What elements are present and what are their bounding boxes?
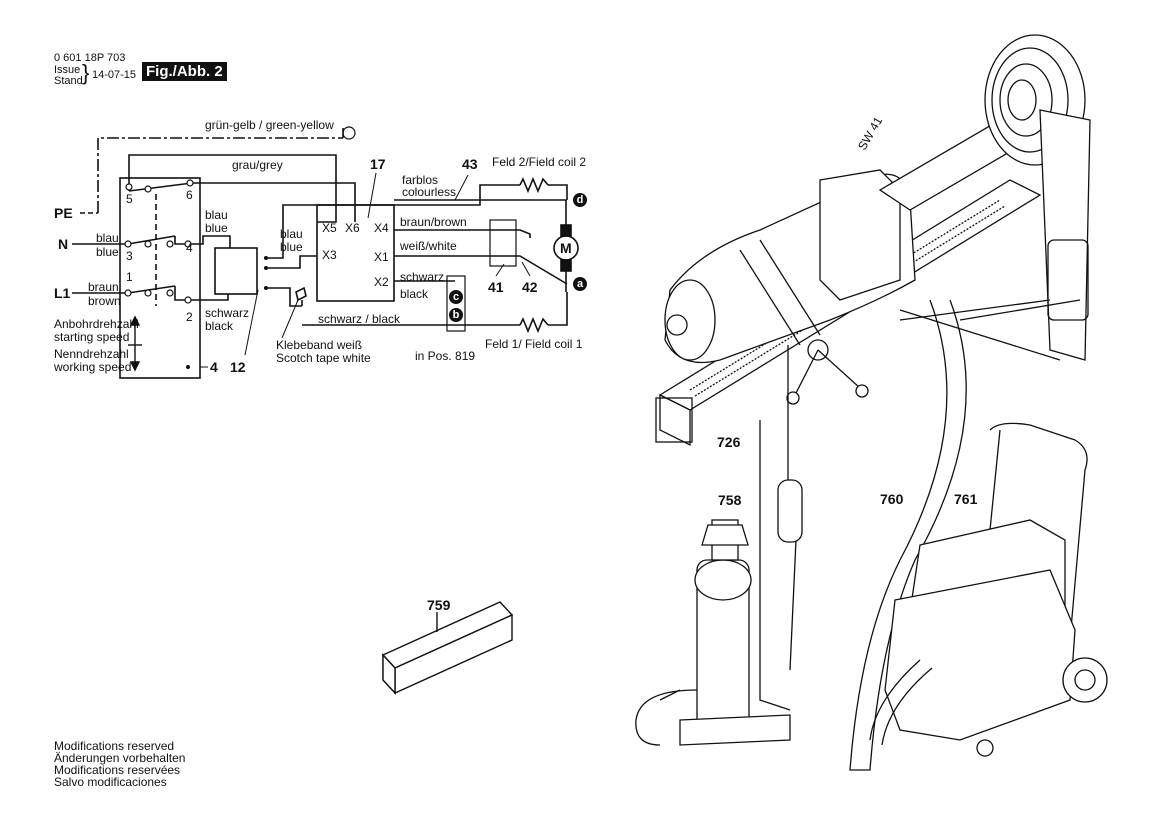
issue-label: Issue	[54, 64, 81, 76]
n-blue: blue	[96, 245, 119, 259]
terminal-x3: X3	[322, 248, 337, 262]
starting-en: starting speed	[54, 330, 130, 344]
module-17	[316, 204, 395, 302]
drill-rig-drawing	[635, 34, 1108, 771]
l1-brown: brown	[88, 294, 121, 308]
colourless-label: colourless	[402, 185, 457, 199]
l1-braun: braun	[88, 280, 119, 294]
figure-label: Fig./Abb. 2	[142, 62, 227, 81]
starting-de: Anbohrdrehzahl	[54, 317, 139, 331]
switch-box	[119, 177, 201, 379]
field2-label: Feld 2/Field coil 2	[492, 155, 587, 169]
terminal-x1: X1	[374, 250, 389, 264]
working-de: Nenndrehzahl	[54, 347, 129, 361]
working-en: working speed	[54, 360, 132, 374]
box12-schwarz: schwarz	[205, 306, 250, 320]
part-761-handle	[989, 422, 1088, 641]
callout-759: 759	[427, 597, 451, 613]
terminal-5: 5	[126, 192, 133, 206]
box12-blau: blau	[205, 208, 228, 222]
box12-blue: blue	[205, 221, 228, 235]
terminal-x4: X4	[374, 221, 389, 235]
x3-blue: blue	[280, 240, 303, 254]
terminal-6: 6	[186, 188, 193, 202]
terminal-4: 4	[186, 241, 193, 255]
callout-12: 12	[230, 359, 246, 375]
callout-4: 4	[210, 359, 218, 375]
terminal-2: 2	[186, 310, 193, 324]
brown-wire-label: braun/brown	[400, 215, 467, 229]
callout-42: 42	[522, 279, 538, 295]
n-label: N	[58, 236, 69, 252]
x2-schwarz: schwarz	[400, 270, 445, 284]
callout-726: 726	[717, 434, 741, 450]
bottom-wire-label: schwarz / black	[318, 312, 401, 326]
field1-label: Feld 1/ Field coil 1	[485, 337, 583, 351]
white-wire-label: weiß/white	[400, 239, 457, 253]
brace: }	[82, 60, 90, 85]
grey-wire-label: grau/grey	[232, 158, 283, 172]
in-pos-label: in Pos. 819	[415, 349, 476, 363]
footer-en: Modifications reserved	[54, 739, 175, 753]
pin-b: b	[449, 308, 463, 322]
tape-de: Klebeband weiß	[276, 338, 363, 352]
footer-fr: Modifications reservées	[54, 763, 181, 777]
l1-label: L1	[54, 285, 71, 301]
x2-black: black	[400, 287, 429, 301]
box12-black: black	[205, 319, 234, 333]
motor-symbol: M	[560, 240, 572, 256]
callout-760: 760	[880, 491, 904, 507]
callout-17: 17	[370, 156, 386, 172]
component-12	[214, 247, 258, 295]
terminal-1: 1	[126, 270, 133, 284]
terminal-3: 3	[126, 249, 133, 263]
n-blau: blau	[96, 231, 119, 245]
x3-blau: blau	[280, 227, 303, 241]
farblos-label: farblos	[402, 173, 439, 187]
ground-label: grün-gelb / green-yellow	[205, 118, 334, 132]
terminal-x6: X6	[345, 221, 360, 235]
callout-761: 761	[954, 491, 978, 507]
ground-wire	[97, 137, 343, 213]
part-number: 0 601 18P 703	[54, 52, 126, 64]
terminal-x5: X5	[322, 221, 337, 235]
callout-43: 43	[462, 156, 478, 172]
tape-en: Scotch tape white	[276, 351, 371, 365]
stand-label: Stand	[54, 75, 83, 87]
pe-label: PE	[54, 205, 73, 221]
callout-758: 758	[718, 492, 742, 508]
footer-es: Salvo modificaciones	[54, 775, 167, 789]
issue-date: 14-07-15	[92, 69, 137, 81]
terminal-x2: X2	[374, 275, 389, 289]
callout-41: 41	[488, 279, 504, 295]
pin-a: a	[573, 277, 587, 291]
footer-de: Änderungen vorbehalten	[54, 751, 186, 765]
pin-c: c	[449, 290, 463, 304]
pin-d: d	[573, 193, 587, 207]
part-759-block	[381, 601, 514, 695]
